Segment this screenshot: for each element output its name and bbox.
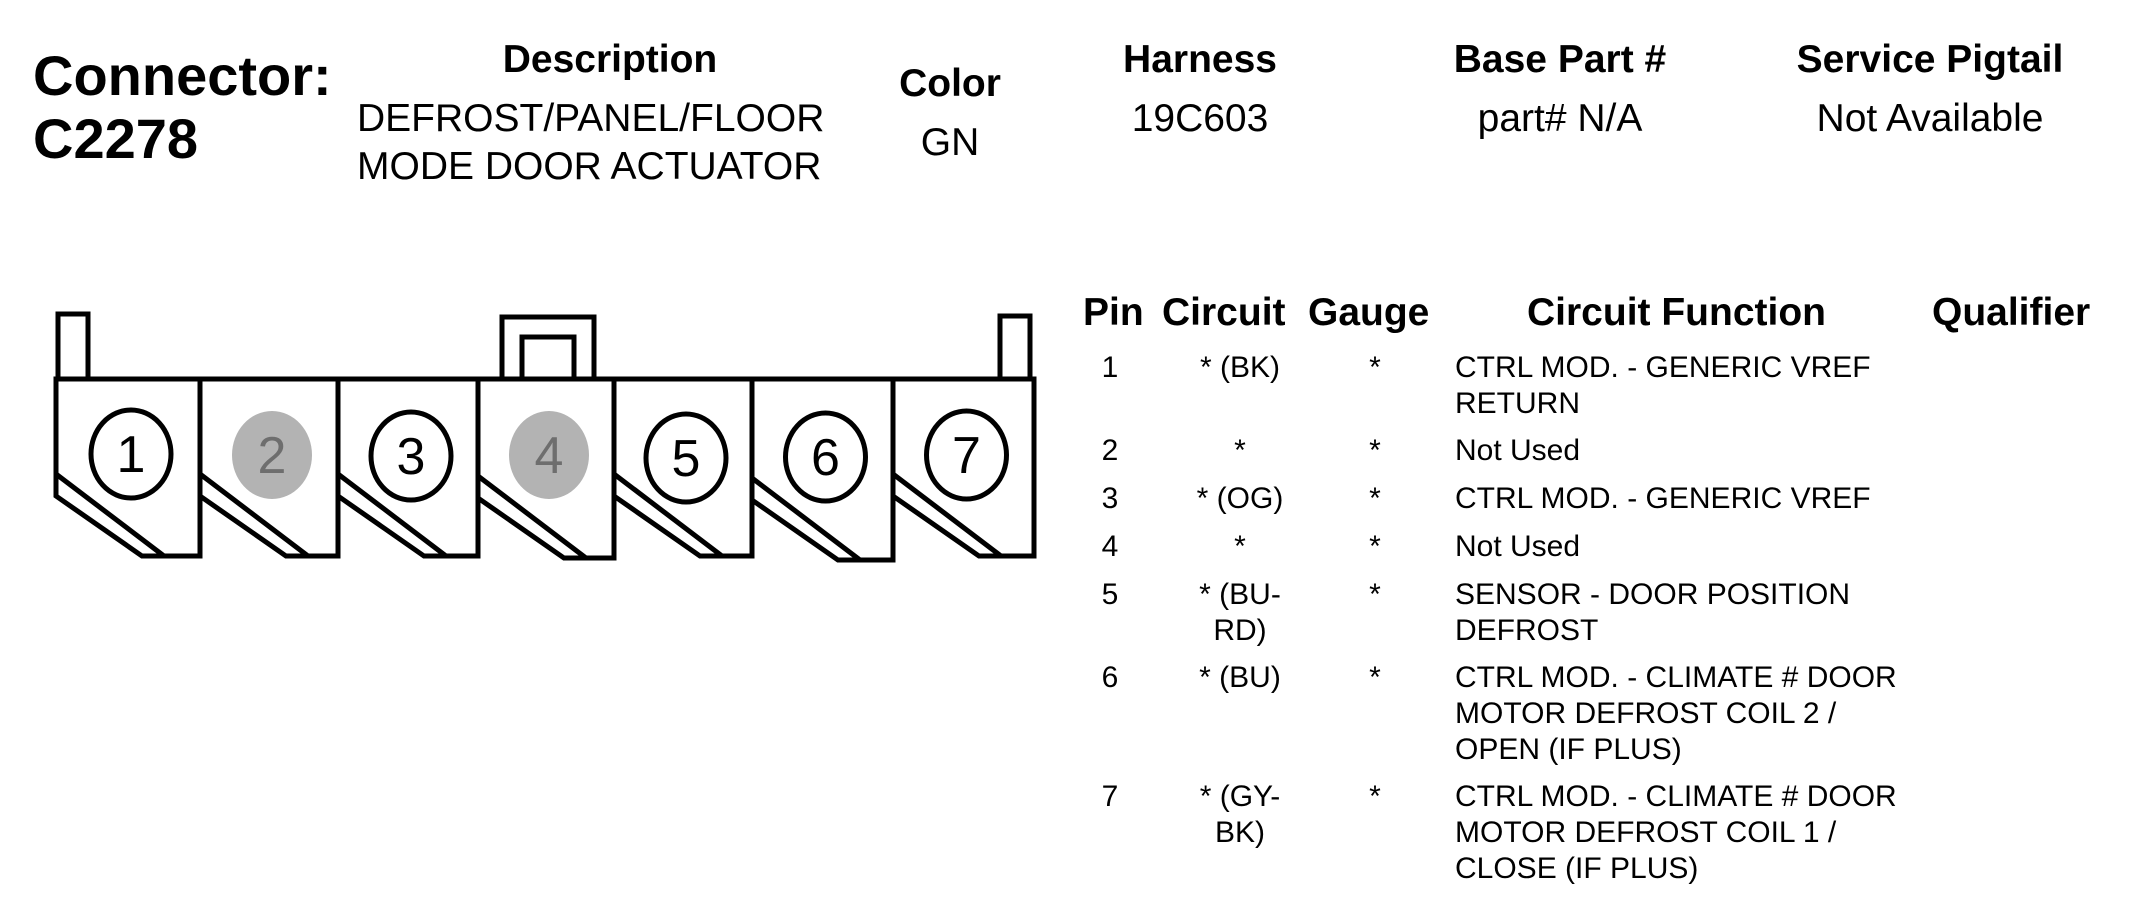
pin-terminal-3	[368, 409, 454, 503]
circuit-cell: * (BU)	[1175, 660, 1305, 696]
color-heading: Color	[899, 62, 1001, 105]
connector-id: C2278	[33, 107, 199, 170]
circuit-function-text: SENSOR - DOOR POSITION	[1455, 578, 1851, 611]
description-line-1: DEFROST/PANEL/FLOOR	[357, 97, 825, 140]
pin-cavity-keyway-4	[476, 474, 588, 560]
gauge-cell: *	[1369, 434, 1381, 467]
circuit-function-cell: Not Used	[1455, 433, 1975, 469]
pin-number-label-7: 7	[952, 427, 981, 485]
pin-number-label-5: 5	[672, 430, 701, 488]
base-part-heading: Base Part #	[1453, 38, 1667, 81]
circuit-text: *	[1234, 434, 1246, 467]
description-heading: Description	[502, 38, 718, 81]
pin-number: 1	[1101, 351, 1119, 384]
gauge-column-header: Gauge	[1308, 291, 1430, 334]
pin-column-header: Pin	[1083, 291, 1144, 334]
circuit-function-text: CTRL MOD. - CLIMATE # DOOR	[1455, 780, 1897, 813]
harness-value: 19C603	[1131, 97, 1269, 140]
gauge-cell: *	[1369, 578, 1381, 611]
circuit-function-cell: CTRL MOD. - GENERIC VREF	[1455, 481, 1975, 517]
circuit-function-text: MOTOR DEFROST COIL 1 /	[1455, 816, 1837, 849]
gauge-cell: *	[1369, 780, 1381, 813]
pin-cavity-keyway-2	[198, 472, 310, 558]
circuit-function-text: CLOSE (IF PLUS)	[1455, 852, 1699, 885]
gauge-cell: *	[1369, 351, 1381, 384]
service-pigtail-heading: Service Pigtail	[1796, 38, 2064, 81]
pin-cavity-keyway-6	[750, 476, 862, 562]
circuit-function-text: DEFROST	[1455, 614, 1599, 647]
pin-number-label-3: 3	[397, 428, 426, 486]
pin-number: 2	[1101, 434, 1119, 467]
center-latch-inner	[519, 334, 577, 382]
circuit-text: * (BU-	[1199, 578, 1281, 611]
gauge-cell: *	[1369, 530, 1381, 563]
circuit-function-column-header: Circuit Function	[1527, 291, 1826, 334]
circuit-text: *	[1234, 530, 1246, 563]
pin-terminal-7	[924, 408, 1009, 502]
circuit-function-text: Not Used	[1455, 434, 1581, 467]
gauge-cell: *	[1369, 661, 1381, 694]
pin-cavity-keyway-1	[54, 472, 166, 558]
circuit-cell: * (GY-BK)	[1175, 779, 1305, 851]
pin-number-label-6: 6	[811, 429, 840, 487]
circuit-column-header: Circuit	[1162, 291, 1286, 334]
pin-terminal-1	[88, 407, 174, 501]
pin-terminal-4	[509, 411, 589, 499]
pin-terminal-5	[643, 411, 729, 505]
pin-number-label-2: 2	[258, 427, 287, 485]
pin-number: 4	[1101, 530, 1119, 563]
circuit-function-text: RETURN	[1455, 387, 1580, 420]
circuit-text: * (BU)	[1199, 661, 1281, 694]
pin-cavity-keyway-3	[336, 472, 448, 558]
pin-number: 6	[1101, 661, 1119, 694]
circuit-text: * (GY-	[1199, 780, 1281, 813]
circuit-cell: * (BK)	[1175, 350, 1305, 386]
connector-face-diagram: 1 2 3 4 5 6 7	[53, 311, 1037, 563]
harness-heading: Harness	[1123, 38, 1277, 81]
pin-number-label-4: 4	[535, 427, 564, 485]
left-latch-tab	[55, 311, 91, 382]
description-line-2: MODE DOOR ACTUATOR	[357, 145, 822, 188]
right-latch-tab	[997, 313, 1033, 382]
circuit-function-text: OPEN (IF PLUS)	[1455, 733, 1682, 766]
circuit-function-cell: Not Used	[1455, 529, 1975, 565]
gauge-cell: *	[1369, 482, 1381, 515]
base-part-value: part# N/A	[1477, 97, 1643, 140]
circuit-cell: * (OG)	[1175, 481, 1305, 517]
circuit-function-text: CTRL MOD. - CLIMATE # DOOR	[1455, 661, 1897, 694]
service-pigtail-value: Not Available	[1816, 97, 2044, 140]
pin-terminal-2	[232, 411, 312, 499]
center-latch-outer	[499, 314, 597, 382]
circuit-function-text: CTRL MOD. - GENERIC VREF	[1455, 482, 1871, 515]
pin-number: 3	[1101, 482, 1119, 515]
pin-number: 7	[1101, 780, 1119, 813]
circuit-function-text: CTRL MOD. - GENERIC VREF	[1455, 351, 1871, 384]
circuit-text: RD)	[1213, 614, 1267, 647]
pin-cavity-keyway-5	[612, 472, 724, 558]
color-value: GN	[920, 121, 980, 164]
pin-number: 5	[1101, 578, 1119, 611]
circuit-function-text: MOTOR DEFROST COIL 2 /	[1455, 697, 1837, 730]
circuit-cell: *	[1175, 529, 1305, 565]
circuit-cell: *	[1175, 433, 1305, 469]
pin-terminal-6	[783, 410, 868, 504]
connector-label: Connector:	[33, 44, 332, 107]
qualifier-column-header: Qualifier	[1932, 291, 2091, 334]
pin-cavity-keyway-7	[891, 472, 1003, 558]
circuit-function-text: Not Used	[1455, 530, 1581, 563]
circuit-text: * (BK)	[1199, 351, 1280, 384]
pin-number-label-1: 1	[117, 426, 146, 484]
circuit-text: BK)	[1214, 816, 1265, 849]
circuit-text: * (OG)	[1196, 482, 1284, 515]
circuit-cell: * (BU-RD)	[1175, 577, 1305, 649]
